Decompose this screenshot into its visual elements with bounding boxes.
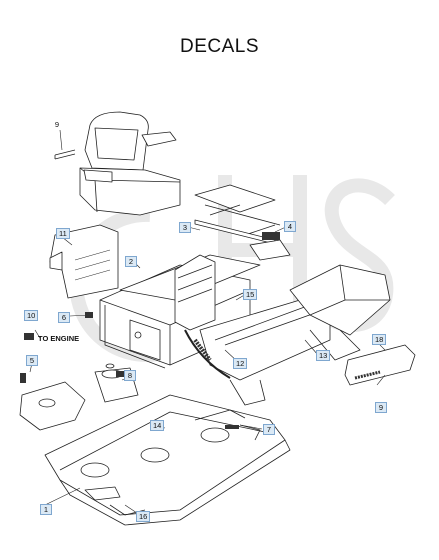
side-decal-panel	[49, 224, 119, 299]
callout-2[interactable]: 2	[125, 256, 137, 267]
decal-7-marker	[225, 425, 239, 429]
decal-6-marker	[85, 312, 93, 318]
decal-12-strip	[193, 338, 212, 362]
decal-8-marker	[116, 371, 124, 377]
to-engine-label: TO ENGINE	[38, 334, 80, 343]
callout-4[interactable]: 4	[284, 221, 296, 232]
mower-deck	[44, 394, 291, 526]
decal-4-marker	[262, 232, 280, 240]
main-frame	[99, 254, 361, 406]
callout-12[interactable]: 12	[233, 358, 248, 369]
callout-14[interactable]: 14	[150, 420, 165, 431]
decal-10-marker	[24, 333, 34, 340]
callout-3[interactable]: 3	[179, 222, 191, 233]
callout-11[interactable]: 11	[56, 228, 70, 239]
callout-10[interactable]: 10	[24, 310, 39, 321]
page-title: DECALS	[179, 36, 260, 57]
callout-1[interactable]: 1	[40, 504, 52, 515]
decal-9-strip	[354, 370, 381, 380]
seat-part	[54, 111, 181, 216]
callout-9-top[interactable]: 9	[54, 120, 60, 129]
callout-5[interactable]: 5	[26, 355, 38, 366]
decal-5-marker	[20, 373, 26, 383]
callout-9-bottom[interactable]: 9	[375, 402, 387, 413]
callout-13[interactable]: 13	[316, 350, 331, 361]
callout-15[interactable]: 15	[243, 289, 258, 300]
callout-16[interactable]: 16	[136, 511, 151, 522]
callout-6[interactable]: 6	[58, 312, 70, 323]
seat-mount-bracket	[194, 184, 291, 261]
decal-markers	[20, 232, 381, 429]
callout-18[interactable]: 18	[372, 334, 387, 345]
left-tray-part	[19, 381, 86, 431]
callout-7[interactable]: 7	[263, 424, 275, 435]
foot-pan	[289, 264, 391, 336]
callout-8[interactable]: 8	[124, 370, 136, 381]
